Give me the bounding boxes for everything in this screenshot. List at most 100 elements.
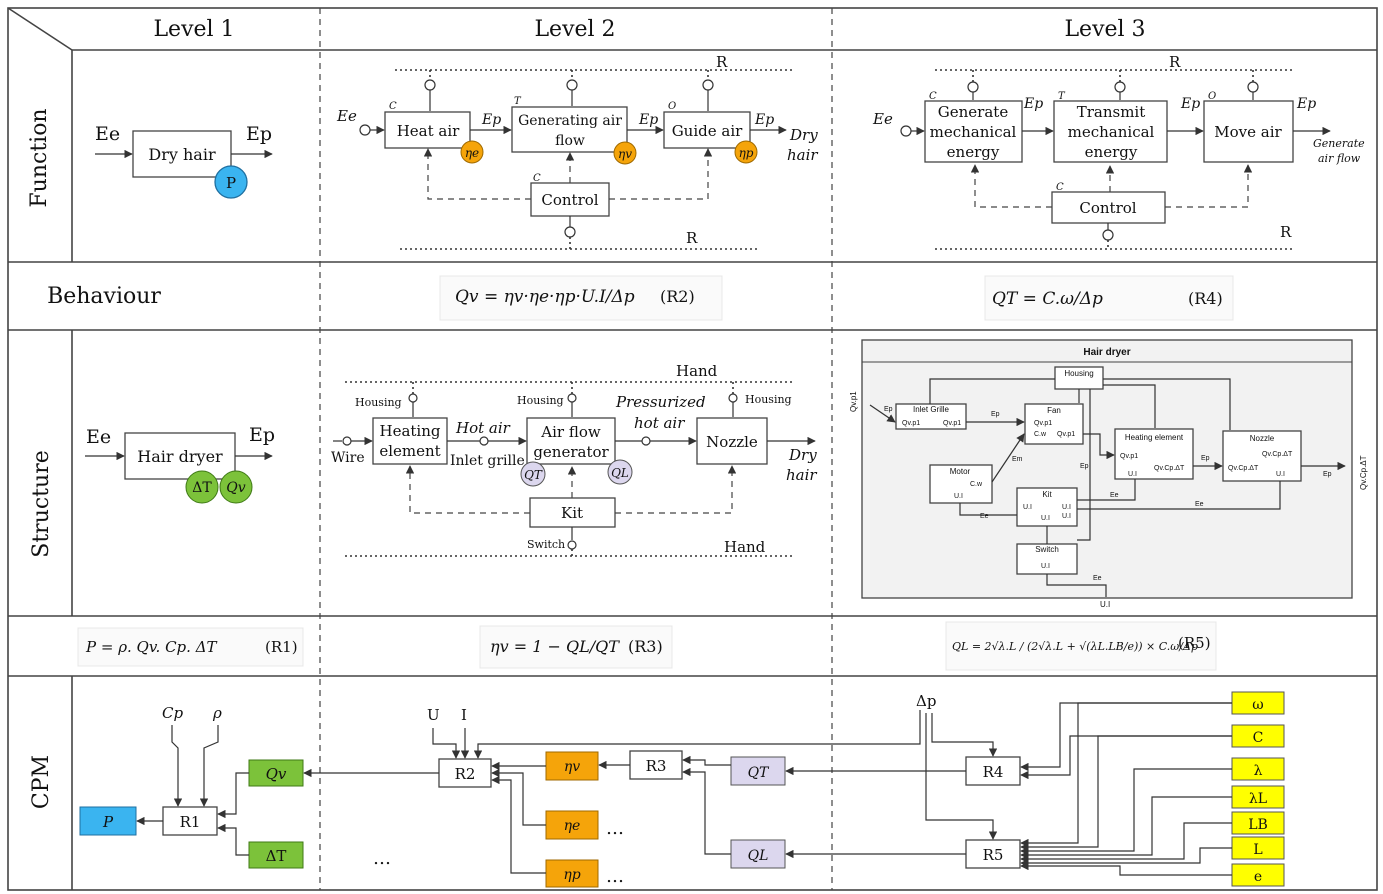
equation-r5: QL = 2√λ.L / (2√λ.L + √(λL.LB/e)) × C.ω/… — [952, 640, 1198, 653]
eta-e-label: ηe — [564, 818, 581, 834]
nozzle-block — [1222, 430, 1302, 482]
eta-v-label: ηv — [564, 759, 580, 775]
dry-hair-label: Dry hair — [148, 145, 216, 164]
function-level-2: R R Ee Heat air C Ep Generating air flow… — [336, 53, 818, 250]
gen-line-1: Generate — [938, 103, 1009, 121]
motor-cw: C.w — [970, 481, 983, 488]
ql-node — [730, 839, 786, 869]
tag-r5: (R5) — [1178, 634, 1211, 652]
inlet-qvp-out: Qv.p1 — [943, 420, 961, 427]
ep-in: Ep — [884, 406, 893, 413]
dry-hair-box — [132, 130, 232, 178]
row-label-behaviour: Behaviour — [47, 284, 161, 309]
structure-level-3: Hair dryer Housing Inlet Grille Qv.p1 Qv… — [849, 339, 1368, 609]
motor-ui: U.I — [954, 493, 963, 500]
wire-label: Wire — [331, 450, 365, 466]
gen-line-3: energy — [947, 143, 1000, 161]
ql-circle — [607, 459, 633, 485]
equation-row: P = ρ. Qv. Cp. ΔT (R1) ηv = 1 − QL/QT (R… — [77, 621, 1217, 671]
dry-2: hair — [786, 466, 817, 484]
inlet-block-label: Inlet Grille — [913, 405, 950, 414]
r4-node — [965, 756, 1021, 786]
tag-r4: (R4) — [1188, 289, 1223, 308]
r-bottom: R — [1280, 223, 1292, 241]
heat-qvp: Qv.p1 — [1120, 453, 1138, 460]
hot-air-label: Hot air — [455, 419, 511, 437]
nozzle-qvcp-in: Qv.Cp.ΔT — [1228, 465, 1259, 472]
heating-block-label: Heating element — [1125, 433, 1184, 442]
gen-line-2: mechanical — [930, 123, 1017, 141]
heating-1: Heating — [380, 422, 441, 440]
dp-label: Δp — [916, 692, 936, 710]
guide-air-box — [663, 111, 751, 149]
equation-r2: Qv = ηv·ηe·ηp·U.I/Δp — [455, 287, 635, 307]
header-level-1: Level 1 — [153, 17, 234, 42]
dt-circle — [185, 470, 219, 504]
row-label-cpm: CPM — [29, 755, 54, 809]
cpm-level-3: Δp R4 R5 ω C λ λL LB L e — [785, 691, 1285, 887]
eta-e-node — [545, 810, 599, 840]
row-label-structure: Structure — [29, 450, 54, 557]
generate-energy-box — [924, 100, 1023, 163]
ql-label: QL — [748, 848, 769, 864]
r2-node — [438, 758, 492, 788]
c-tag: C — [929, 91, 937, 102]
kit-ui-r1: U.I — [1062, 504, 1071, 511]
guide-air-label: Guide air — [672, 122, 743, 140]
dry-1: Dry — [788, 446, 817, 464]
eta-v-label: ηv — [618, 147, 632, 161]
c-tag: C — [389, 101, 397, 112]
hair-dryer-label: Hair dryer — [137, 447, 223, 466]
row-label-function: Function — [27, 108, 52, 207]
motor-block — [929, 464, 993, 504]
ep-label-2: Ep — [638, 112, 658, 128]
dry-1: Dry — [789, 126, 818, 144]
kit-ui-r2: U.I — [1062, 513, 1071, 520]
model-title: Hair dryer — [1083, 347, 1130, 358]
nozzle-qvcp-out: Qv.Cp.ΔT — [1262, 451, 1293, 458]
r5-label: R5 — [983, 846, 1004, 864]
tag-r1: (R1) — [265, 638, 298, 656]
generating-air-flow-box — [511, 106, 628, 153]
fan-cw: C.w — [1034, 431, 1047, 438]
qt-label: QT — [524, 468, 543, 482]
dt-label: ΔT — [266, 847, 287, 865]
c-label: C — [1253, 730, 1264, 746]
ee-label: Ee — [86, 426, 111, 448]
c-tag-2: C — [1056, 182, 1064, 193]
eta-p-label: ηp — [563, 867, 580, 883]
motor-block-label: Motor — [950, 467, 971, 476]
gen-line-2: flow — [555, 133, 585, 149]
l-label: L — [1253, 842, 1262, 858]
heat-ui: U.I — [1128, 471, 1137, 478]
table-grid — [7, 7, 1378, 891]
em-label: Em — [1012, 456, 1023, 463]
switch-label: Switch — [527, 538, 565, 551]
ee-label: Ee — [336, 107, 357, 125]
transmit-energy-box — [1053, 100, 1168, 163]
out-1: Generate — [1313, 137, 1365, 150]
control-label: Control — [541, 191, 598, 209]
dt-label: ΔT — [192, 480, 212, 496]
function-level-3: R R Ee Generate mechanical energy C Ep T… — [872, 53, 1365, 250]
control-label: Control — [1079, 199, 1136, 217]
inlet-grille-block — [895, 403, 967, 430]
heating-element-block — [1114, 428, 1194, 480]
eta-p-label: ηp — [739, 146, 754, 160]
heat-qvcp: Qv.Cp.ΔT — [1154, 465, 1185, 472]
eta-v-circle — [613, 141, 637, 165]
heating-element-box — [372, 417, 448, 465]
housing-3: Housing — [745, 393, 792, 406]
ep-fan-in: Ep — [991, 411, 1000, 418]
press-2: hot air — [634, 414, 685, 432]
switch-ui: U.I — [1041, 563, 1050, 570]
move-air-label: Move air — [1214, 123, 1282, 141]
ee-heat: Ee — [1110, 492, 1119, 499]
r-bottom: R — [686, 229, 698, 247]
fan-block-label: Fan — [1047, 406, 1061, 415]
ee-label: Ee — [872, 110, 893, 128]
ee-label: Ee — [95, 123, 120, 145]
r4-label: R4 — [983, 763, 1004, 781]
equation-r3: ηv = 1 − QL/QT — [490, 637, 620, 656]
